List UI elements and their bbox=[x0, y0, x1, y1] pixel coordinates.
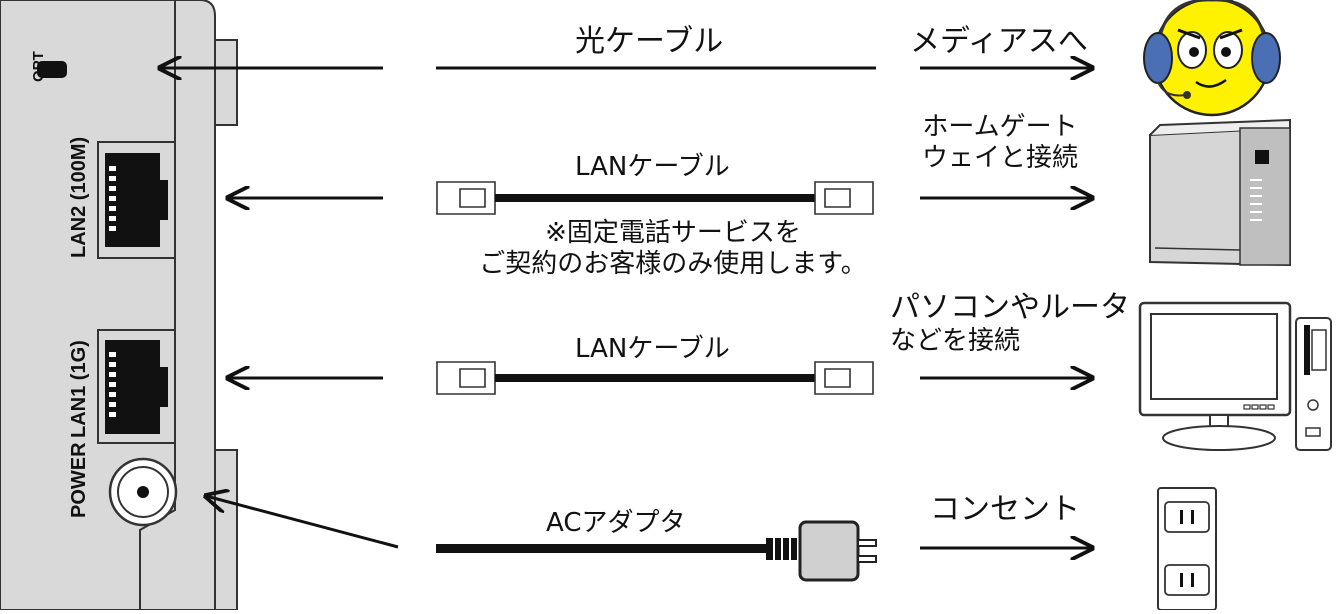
fixed-phone-note: ※固定電話サービスを ご契約のお客様のみ使用します。 bbox=[463, 218, 883, 280]
home-gateway-icon bbox=[1149, 118, 1291, 267]
note-line-1: ※固定電話サービスを bbox=[545, 218, 801, 248]
lan2-port[interactable] bbox=[97, 141, 176, 259]
mascot-with-headset-icon bbox=[1143, 0, 1281, 117]
opt-indicator bbox=[37, 61, 67, 78]
optical-cable-label: 光ケーブル bbox=[575, 24, 724, 59]
gateway-line-2: ウェイと接続 bbox=[922, 143, 1079, 174]
pc-destination-label: パソコンやルータ などを接続 bbox=[890, 290, 1130, 357]
lan-cable-2-label: LANケーブル bbox=[575, 334, 730, 364]
row-lan1 bbox=[228, 361, 1092, 395]
lan1-label: LAN1 (1G) bbox=[68, 340, 90, 438]
gateway-line-1: ホームゲート bbox=[922, 112, 1078, 142]
lan1-port[interactable] bbox=[97, 329, 176, 444]
onu-device bbox=[0, 0, 238, 611]
gateway-destination-label: ホームゲート ウェイと接続 bbox=[922, 112, 1078, 174]
pc-line-2: などを接続 bbox=[890, 326, 1021, 356]
row-power bbox=[206, 496, 1092, 582]
ac-adapter bbox=[436, 520, 877, 582]
wall-outlet-icon bbox=[1157, 487, 1217, 611]
lan-cable-1 bbox=[436, 181, 874, 215]
lan-cable-2 bbox=[436, 361, 874, 395]
power-jack[interactable] bbox=[108, 457, 178, 527]
opt-label: OPT bbox=[30, 51, 47, 82]
media-destination-label: メディアスへ bbox=[910, 24, 1088, 59]
lan2-label: LAN2 (100M) bbox=[68, 136, 90, 258]
outlet-destination-label: コンセント bbox=[930, 492, 1080, 527]
power-label: POWER bbox=[68, 442, 90, 518]
ac-adapter-label: ACアダプタ bbox=[546, 508, 686, 538]
note-line-2: ご契約のお客様のみ使用します。 bbox=[479, 249, 867, 280]
pc-line-1: パソコンやルータ bbox=[890, 290, 1130, 325]
row-lan2 bbox=[228, 181, 1092, 215]
arrow-to-power bbox=[206, 496, 399, 549]
lan-cable-1-label: LANケーブル bbox=[575, 152, 730, 182]
desktop-computer-icon bbox=[1138, 301, 1332, 451]
